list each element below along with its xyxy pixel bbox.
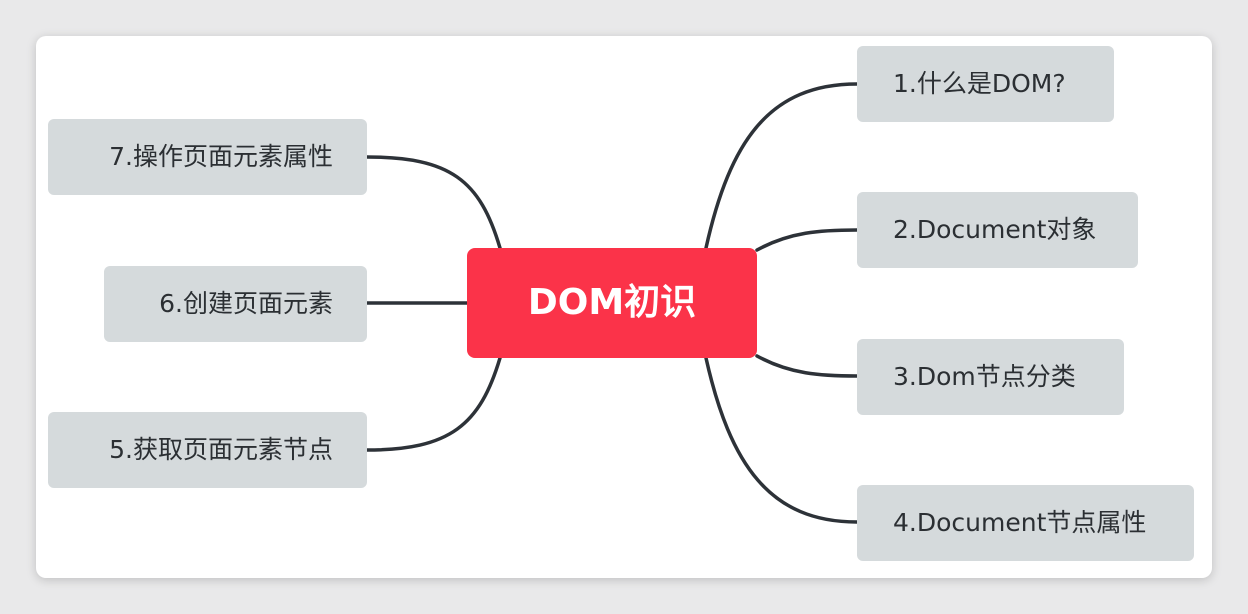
topic-node-7[interactable]: 7.操作页面元素属性 bbox=[48, 119, 367, 195]
topic-label: 5.获取页面元素节点 bbox=[109, 435, 333, 464]
topic-node-3[interactable]: 3.Dom节点分类 bbox=[857, 339, 1124, 415]
topic-node-5[interactable]: 5.获取页面元素节点 bbox=[48, 412, 367, 488]
topic-node-6[interactable]: 6.创建页面元素 bbox=[104, 266, 367, 342]
topic-label: 4.Document节点属性 bbox=[893, 508, 1147, 537]
topic-node-2[interactable]: 2.Document对象 bbox=[857, 192, 1138, 268]
topic-label: 6.创建页面元素 bbox=[159, 289, 333, 318]
topic-node-1[interactable]: 1.什么是DOM? bbox=[857, 46, 1114, 122]
topic-label: 7.操作页面元素属性 bbox=[109, 142, 333, 171]
central-topic[interactable]: DOM初识 bbox=[467, 248, 757, 358]
topic-label: 3.Dom节点分类 bbox=[893, 362, 1076, 391]
topic-label: 2.Document对象 bbox=[893, 215, 1097, 244]
topic-node-4[interactable]: 4.Document节点属性 bbox=[857, 485, 1194, 561]
topic-label: 1.什么是DOM? bbox=[893, 69, 1066, 98]
